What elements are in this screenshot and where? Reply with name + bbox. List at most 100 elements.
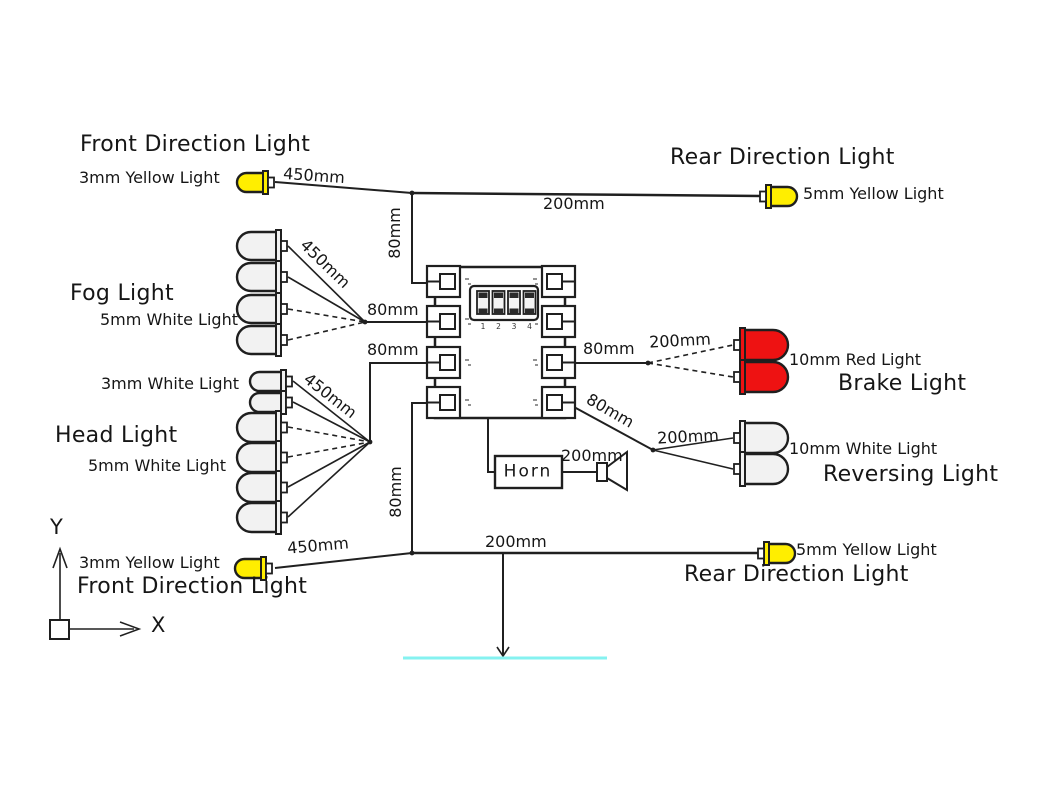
wires [274,181,762,658]
junction-dot [409,550,415,556]
axis-y-arrow-icon [52,546,68,569]
led-brake-2 [733,359,790,395]
head-spec-3mm: 3mm White Light [101,374,239,393]
front-direction-bottom-spec: 3mm Yellow Light [79,553,220,572]
brake-title: Brake Light [838,371,967,396]
rear-direction-top-spec: 5mm Yellow Light [803,184,944,203]
wire-label-200-brake: 200mm [648,329,712,352]
wire-top-riser [411,193,427,284]
controller-connector-right-4 [533,385,577,420]
dip-number-4: 4 [527,322,532,331]
wire-label-80-bottom-riser: 80mm [386,466,405,518]
controller-connector-left-3 [425,345,471,380]
dip-number-1: 1 [481,322,486,331]
led-brake-1 [733,327,790,363]
wire-fog-1 [287,245,366,323]
head-title: Head Light [55,423,178,448]
wire-label-80-head: 80mm [367,340,419,359]
front-direction-bottom-title: Front Direction Light [77,574,308,599]
wire-head-2 [292,401,371,443]
junction-dot [362,319,368,325]
controller-connector-left-2 [425,304,471,339]
controller-connector-right-3 [533,345,577,380]
led-head-3mm-1 [248,369,293,394]
wire-head-1 [292,380,371,443]
speaker-icon [596,462,608,482]
wire-brake-2 [647,362,734,378]
led-head-5mm-3 [235,470,288,505]
led-front-direction-bottom [233,556,273,581]
led-head-5mm-4 [235,500,288,535]
wire-label-200-horn: 200mm [561,446,623,465]
wire-head-4 [287,441,371,458]
junction-dot [650,447,656,453]
rear-direction-bottom-title: Rear Direction Light [684,562,909,587]
wire-fog-2 [287,276,366,323]
controller-connector-left-1 [425,264,471,299]
led-fog-4 [235,323,288,357]
wire-reversing-1 [652,437,734,451]
horn-label: Horn [503,461,553,482]
wire-bottom-left-riser [411,402,427,553]
junction-dot [367,439,373,445]
front-direction-top-title: Front Direction Light [80,132,311,157]
head-spec-5mm: 5mm White Light [88,456,226,475]
led-reversing-1 [733,420,790,456]
axis-x-label: X [151,613,166,637]
led-rear-direction-bottom [757,541,797,566]
wire-reversing-feed [573,406,654,451]
wire-label-80-brake: 80mm [583,339,635,358]
speaker-cone-icon [606,450,628,492]
wire-fog-4 [287,321,366,341]
wire-reversing-2 [652,449,734,470]
wire-label-80-top-riser: 80mm [385,207,404,259]
wire-fog-3 [287,308,366,323]
horn-unit [493,450,628,492]
ground-drop-arrow [496,646,510,658]
led-front-direction-top [235,170,275,195]
reversing-spec: 10mm White Light [789,439,938,458]
axis-origin-square [49,619,70,640]
wire-brake-1 [647,344,734,364]
led-head-5mm-1 [235,410,288,445]
wire-front-top-feed [274,181,413,194]
led-reversing-2 [733,451,790,487]
rear-direction-top-title: Rear Direction Light [670,145,895,170]
wire-head-3 [287,426,371,443]
horn-box [493,454,564,490]
wire-rear-top-run [411,191,762,198]
axis-x-arrow-icon [119,621,142,637]
junction-dot [409,190,415,196]
controller-connector-left-4 [425,385,471,420]
junction-dot [645,360,651,366]
rear-direction-bottom-spec: 5mm Yellow Light [796,540,937,559]
wire-label-450-top: 450mm [282,163,346,188]
led-head-3mm-2 [248,390,293,415]
wire-head-5 [287,441,371,488]
wire-horn-feed [487,418,496,473]
wire-head-feed [369,362,427,442]
controller-connector-right-2 [533,304,577,339]
led-rear-direction-top [759,184,799,209]
dip-number-3: 3 [512,322,517,331]
wire-label-200-top: 200mm [543,194,605,213]
axis-marker [49,546,142,640]
front-direction-top-spec: 3mm Yellow Light [79,168,220,187]
fog-title: Fog Light [70,281,174,306]
reversing-title: Reversing Light [823,462,999,487]
brake-spec: 10mm Red Light [789,350,922,369]
led-fog-1 [235,229,288,263]
wire-label-200-reversing: 200mm [656,425,720,448]
wire-head-6 [287,441,371,518]
wire-label-200-bottom: 200mm [485,532,547,551]
led-fog-3 [235,292,288,326]
wire-front-bottom-feed [274,552,413,569]
fog-spec: 5mm White Light [100,310,238,329]
led-fog-2 [235,260,288,294]
controller-connector-right-1 [533,264,577,299]
axis-y-label: Y [50,515,63,539]
wire-label-80-fog: 80mm [367,300,419,319]
dip-number-2: 2 [496,322,501,331]
